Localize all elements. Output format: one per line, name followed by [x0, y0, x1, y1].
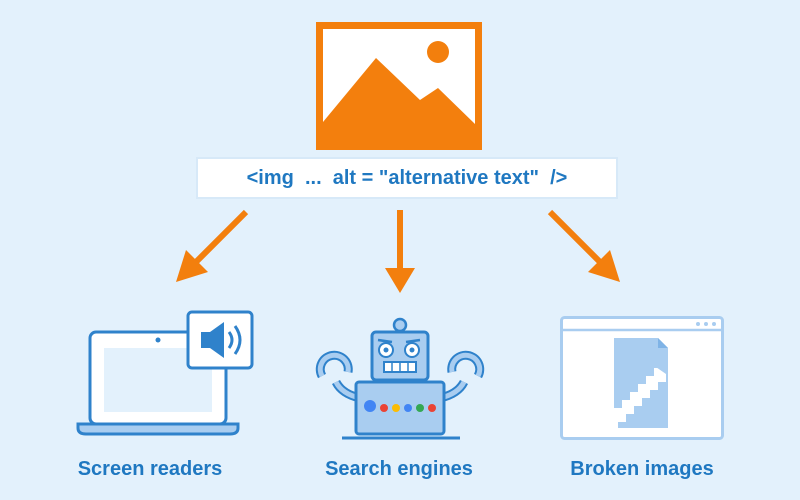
broken-image-window-icon — [560, 316, 724, 440]
search-robot-icon — [315, 317, 485, 440]
code-snippet: <img ... alt = "alternative text" /> — [196, 157, 618, 199]
laptop-speaker-icon — [76, 310, 254, 436]
arrow-center — [385, 210, 415, 293]
arrow-right — [547, 209, 620, 282]
speaker-icon — [201, 322, 224, 358]
image-placeholder-icon — [316, 22, 482, 150]
arrow-left — [176, 209, 249, 282]
caption-broken-images: Broken images — [570, 458, 714, 480]
caption-search-engines: Search engines — [325, 458, 473, 480]
caption-screen-readers: Screen readers — [77, 458, 223, 480]
